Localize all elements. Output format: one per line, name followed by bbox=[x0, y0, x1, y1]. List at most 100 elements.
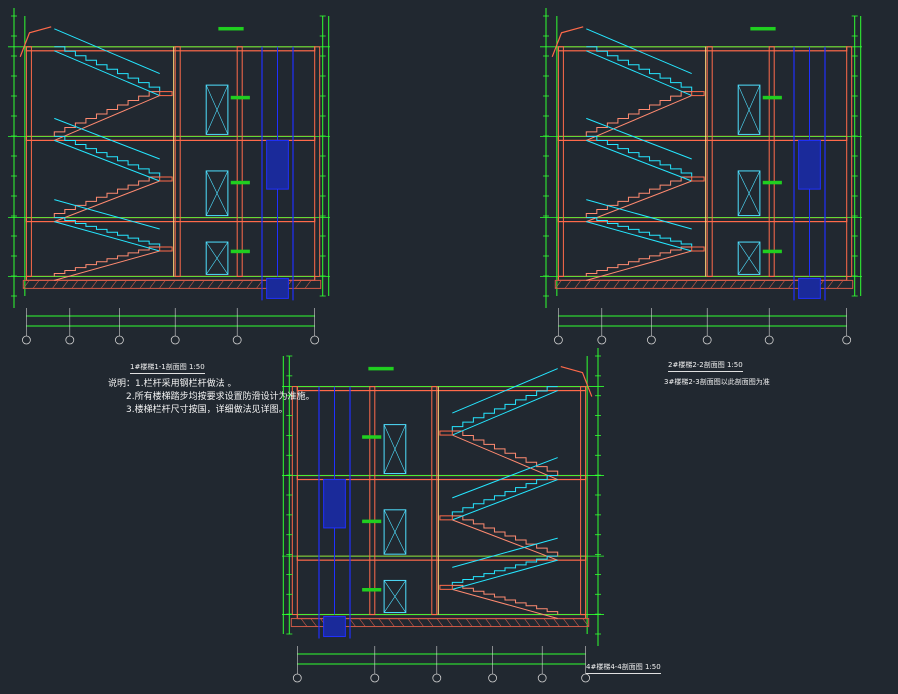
section-three-door-2 bbox=[383, 579, 407, 614]
section-two-door-swing-b-1 bbox=[737, 170, 761, 216]
section-two-wall-3 bbox=[846, 46, 853, 277]
section-three-parapet bbox=[560, 366, 593, 397]
section-two-foundation-hatch-5 bbox=[603, 280, 611, 289]
section-one-foundation-hatch-7 bbox=[91, 280, 98, 289]
section-two-foundation-hatch-15 bbox=[700, 280, 708, 289]
section-three-handrail-2 bbox=[452, 537, 558, 568]
section-two-landing-1 bbox=[691, 176, 705, 182]
section-three-axis-bubble-5 bbox=[292, 673, 302, 683]
section-one-handrail-0 bbox=[54, 28, 160, 75]
section-three-stair-flight-upper-0 bbox=[451, 386, 558, 432]
section-three-foundation-hatch-10 bbox=[485, 618, 492, 627]
section-one-door-0 bbox=[205, 84, 229, 135]
section-two-wall-0 bbox=[557, 46, 564, 277]
section-three-handrail-0 bbox=[452, 368, 558, 414]
section-one-axis-bubble-3 bbox=[170, 335, 180, 345]
section-three-room-tag-0 bbox=[362, 435, 382, 439]
section-one-floor-slab-0 bbox=[25, 46, 316, 52]
section-two-parapet bbox=[551, 26, 584, 58]
section-three-door-swing-b-2 bbox=[383, 580, 407, 613]
section-one-stair-flight-lower-0 bbox=[53, 91, 160, 137]
section-three-stair-flight-lower-1-soffit bbox=[452, 519, 558, 561]
section-three-stair-flight-upper-0-soffit bbox=[452, 390, 558, 436]
section-one-foundation-hatch-0 bbox=[23, 280, 30, 289]
section-one-foundation-hatch-16 bbox=[178, 280, 185, 289]
section-three-foundation-hatch-21 bbox=[378, 618, 385, 627]
section-three-floor-slab-0 bbox=[296, 385, 587, 392]
section-three-wall-1 bbox=[431, 386, 438, 616]
section-two-door-swing-b-0 bbox=[737, 84, 761, 135]
section-one-room-tag-2 bbox=[230, 249, 250, 254]
section-one-stair-flight-upper-2 bbox=[54, 217, 161, 247]
section-three-foundation-hatch-14 bbox=[446, 618, 453, 627]
section-three-axis-bubble-0 bbox=[581, 673, 590, 683]
section-one-stair-flight-upper-1-soffit bbox=[54, 139, 160, 182]
caption-section-2-2-note: 3#楼梯2-3剖面图以此剖面图为准 bbox=[664, 378, 770, 386]
section-three-landing-1 bbox=[439, 515, 453, 521]
section-three-wall-2 bbox=[369, 386, 376, 616]
section-three-foundation-hatch-12 bbox=[465, 618, 473, 627]
section-one-foundation-hatch-14 bbox=[159, 280, 166, 289]
section-two-foundation-hatch-4 bbox=[593, 280, 601, 289]
section-three-wall-0 bbox=[580, 386, 587, 616]
section-two-foundation-hatch-0 bbox=[555, 280, 562, 289]
section-three-foundation-hatch-13 bbox=[456, 618, 463, 627]
section-one-foundation-hatch-13 bbox=[149, 280, 156, 289]
section-one-landing-1 bbox=[159, 176, 173, 182]
section-three-door-0 bbox=[383, 424, 407, 475]
section-two-stair-flight-upper-2-soffit bbox=[586, 221, 692, 252]
notes-title: 说明： bbox=[108, 379, 136, 389]
section-one-roof-tag bbox=[218, 26, 244, 31]
section-two-axis-bubble-2 bbox=[647, 335, 656, 345]
section-one-axis-bubble-0 bbox=[21, 335, 31, 345]
section-two-axis-bubble-3 bbox=[702, 335, 712, 345]
section-one-stair-flight-upper-1 bbox=[54, 135, 161, 177]
section-three-foundation-hatch-2 bbox=[563, 618, 570, 627]
section-three-foundation-hatch-18 bbox=[407, 618, 415, 627]
section-one-foundation-hatch-18 bbox=[197, 280, 205, 289]
section-two-axis-bubble-0 bbox=[554, 335, 563, 345]
section-three-foundation-hatch-4 bbox=[543, 618, 551, 627]
section-one-stair-flight-lower-0-soffit bbox=[54, 95, 160, 141]
section-two-foundation-hatch-18 bbox=[729, 280, 737, 289]
section-one-foundation-hatch-29 bbox=[304, 280, 312, 289]
section-one-stair-flight-upper-2-soffit bbox=[54, 221, 160, 252]
section-three-foundation-hatch-1 bbox=[572, 618, 580, 627]
section-three-room-tag-1 bbox=[362, 519, 382, 524]
caption-section-4-4: 4#楼梯4-4剖面图 1:50 bbox=[586, 662, 661, 674]
section-two-foundation-hatch-7 bbox=[623, 280, 630, 289]
section-three-foundation-hatch-28 bbox=[310, 618, 317, 627]
section-one-door-2 bbox=[205, 241, 229, 275]
section-one-elevator-pit bbox=[266, 277, 289, 299]
section-three-wall-3 bbox=[291, 386, 298, 616]
section-one-stair-flight-upper-0-soffit bbox=[54, 50, 160, 97]
section-one-foundation-hatch-12 bbox=[139, 280, 147, 289]
section-two-stair-flight-lower-1 bbox=[585, 176, 692, 218]
section-one-elevator-cab bbox=[266, 139, 289, 190]
section-two-foundation-hatch-6 bbox=[613, 280, 620, 289]
section-three-stair-flight-lower-0 bbox=[452, 430, 559, 476]
section-two-door-2 bbox=[737, 241, 761, 275]
section-three-foundation-hatch-11 bbox=[475, 618, 483, 627]
section-three-stair-flight-upper-1-soffit bbox=[452, 479, 558, 521]
section-one-landing-2 bbox=[159, 246, 173, 252]
section-three-landing-2 bbox=[439, 584, 453, 590]
note-item-2: 2.所有楼梯踏步均按要求设置防滑设计为准施。 bbox=[126, 392, 315, 402]
section-two-room-tag-2 bbox=[762, 249, 782, 254]
section-three-handrail-1 bbox=[452, 457, 558, 499]
section-two-wall-2 bbox=[768, 46, 775, 277]
section-two-axis-bubble-4 bbox=[764, 335, 774, 345]
note-item-3: 3.楼梯栏杆尺寸按国，详细做法见详图。 bbox=[126, 405, 288, 415]
section-one-door-swing-b-2 bbox=[205, 241, 229, 275]
section-three-stair-flight-upper-2-soffit bbox=[452, 559, 558, 590]
section-one-foundation-hatch-21 bbox=[227, 280, 234, 289]
section-three-landing-0 bbox=[439, 430, 453, 436]
section-two-room-tag-0 bbox=[762, 95, 782, 100]
section-one-foundation-hatch-22 bbox=[236, 280, 244, 289]
section-two-foundation-hatch-17 bbox=[720, 280, 727, 289]
section-two-foundation-hatch-16 bbox=[710, 280, 717, 289]
section-two-stair-flight-upper-2 bbox=[586, 217, 693, 247]
caption-section-1-1: 1#楼梯1-1剖面图 1:50 bbox=[130, 362, 205, 374]
section-one-foundation-hatch-17 bbox=[188, 280, 195, 289]
